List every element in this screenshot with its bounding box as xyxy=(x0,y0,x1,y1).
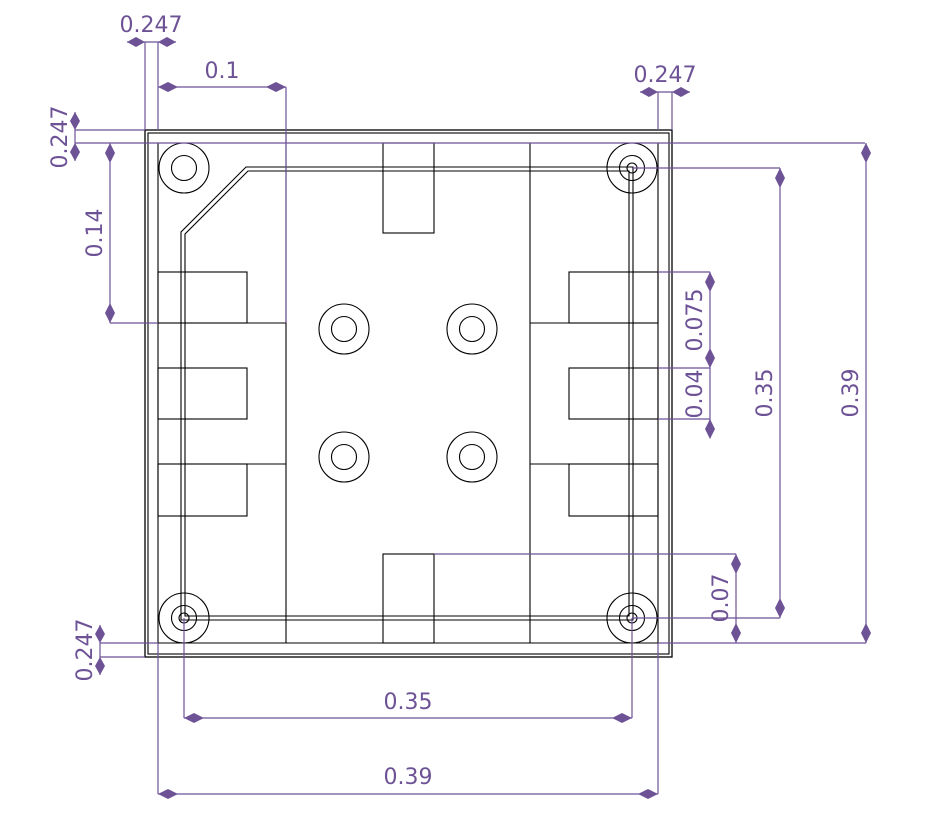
center-hole-4 xyxy=(446,431,498,483)
pad-left-1 xyxy=(157,271,248,324)
dim-right-hole-spacing: 0.35 xyxy=(753,369,778,418)
dim-left-top-edge: 0.247 xyxy=(48,106,73,169)
center-holes xyxy=(318,303,498,483)
pad-top-center xyxy=(382,142,435,234)
dim-top-right-edge: 0.247 xyxy=(634,63,697,88)
pad-left-2 xyxy=(157,367,248,420)
center-hole-2 xyxy=(446,303,498,355)
dimension-lines xyxy=(70,37,871,799)
pad-right-2 xyxy=(568,367,659,420)
dim-left-bottom-edge: 0.247 xyxy=(73,619,98,682)
dim-bottom-outer: 0.39 xyxy=(384,765,433,790)
dim-top-left-edge: 0.247 xyxy=(120,13,183,38)
center-hole-3 xyxy=(318,431,370,483)
dim-top-left-width: 0.1 xyxy=(205,59,240,84)
pad-right-1 xyxy=(568,271,659,324)
inner-trace xyxy=(180,166,634,621)
dim-right-outer: 0.39 xyxy=(839,369,864,418)
dim-right-bottom: 0.07 xyxy=(709,574,734,623)
dim-bottom-hole-spacing: 0.35 xyxy=(384,690,433,715)
hole-top-left xyxy=(158,142,210,194)
pad-left-3 xyxy=(157,463,248,517)
board-outline xyxy=(144,129,673,658)
pads xyxy=(157,142,659,644)
internal-partitions xyxy=(157,133,659,644)
dimension-labels: 0.247 0.1 0.247 0.247 0.14 0.075 0.04 0.… xyxy=(48,13,864,790)
dim-right-pad-height: 0.04 xyxy=(683,370,708,419)
pad-bottom-center xyxy=(382,553,435,644)
corner-holes xyxy=(158,142,658,644)
pad-right-3 xyxy=(568,463,659,517)
dim-right-pad-pitch: 0.075 xyxy=(683,289,708,352)
dim-left-height: 0.14 xyxy=(83,209,108,258)
center-hole-1 xyxy=(318,303,370,355)
